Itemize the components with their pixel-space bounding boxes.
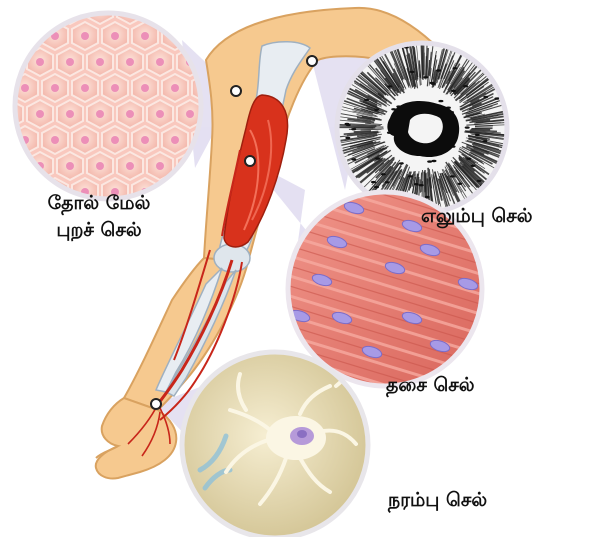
- label-skin-cell: தோல் மேல் புறச் செல்: [14, 190, 184, 244]
- label-skin-cell-line2: புறச் செல்: [14, 217, 184, 244]
- label-skin-cell-line1: தோல் மேல்: [14, 190, 184, 217]
- nerve-cell-circle: [182, 352, 368, 537]
- label-nerve-cell: நரம்பு செல்: [388, 487, 487, 514]
- label-muscle-cell: தசை செல்: [386, 372, 475, 399]
- label-bone-cell: எலும்பு செல்: [421, 203, 533, 230]
- bone-marker: [307, 56, 317, 66]
- muscle-marker: [245, 156, 255, 166]
- skin-marker: [231, 86, 241, 96]
- nerve-marker: [151, 399, 161, 409]
